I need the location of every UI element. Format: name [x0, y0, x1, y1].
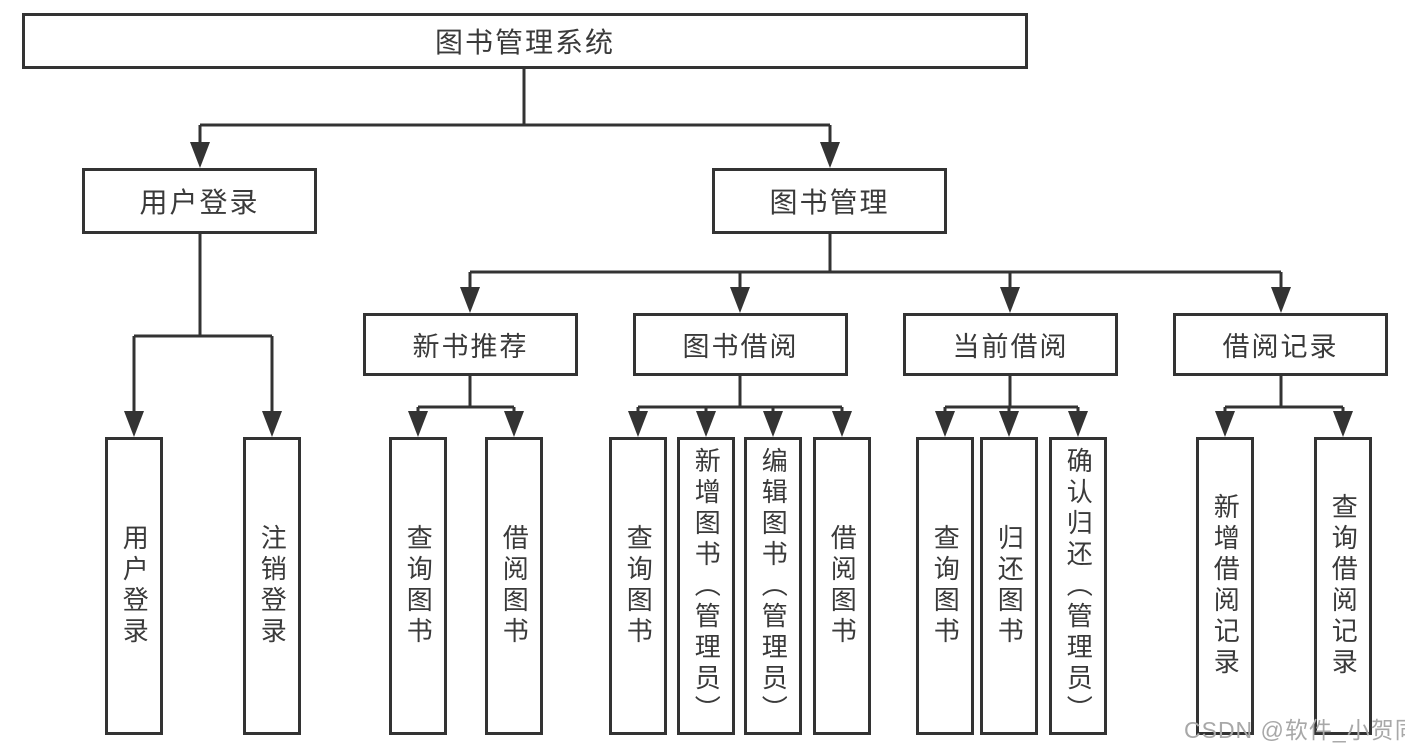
arrowhead: [1068, 411, 1088, 437]
node-label: 借阅图书: [499, 524, 530, 648]
node-label: 查询图书: [403, 524, 434, 648]
arrowhead: [832, 411, 852, 437]
arrowhead: [408, 411, 428, 437]
arrowhead: [262, 411, 282, 437]
node-book-management: 图书管理: [712, 168, 947, 234]
arrowhead: [696, 411, 716, 437]
node-label: 新增图书（管理员）: [691, 446, 722, 726]
arrowhead: [460, 287, 480, 313]
arrowhead: [1333, 411, 1353, 437]
node-label: 注销登录: [257, 524, 288, 648]
node-query-books-recommend: 查询图书: [389, 437, 447, 735]
node-label: 用户登录: [119, 524, 150, 648]
node-query-books-current: 查询图书: [916, 437, 974, 735]
node-library-management-system: 图书管理系统: [22, 13, 1028, 69]
node-confirm-return-admin: 确认归还（管理员）: [1049, 437, 1107, 735]
node-borrow-books-recommend: 借阅图书: [485, 437, 543, 735]
node-label: 图书管理系统: [434, 27, 615, 58]
connector-stems: [132, 68, 1345, 415]
node-new-book-recommendation: 新书推荐: [363, 313, 578, 376]
node-logout-leaf: 注销登录: [243, 437, 301, 735]
node-label: 编辑图书（管理员）: [758, 446, 789, 726]
node-label: 借阅图书: [827, 524, 858, 648]
arrowhead: [999, 411, 1019, 437]
node-edit-book-admin: 编辑图书（管理员）: [744, 437, 802, 735]
node-user-login-leaf: 用户登录: [105, 437, 163, 735]
arrowhead: [820, 142, 840, 168]
arrowhead: [124, 411, 144, 437]
node-label: 确认归还（管理员）: [1063, 446, 1094, 726]
arrowhead: [1000, 287, 1020, 313]
node-borrowing-records: 借阅记录: [1173, 313, 1388, 376]
node-return-book: 归还图书: [980, 437, 1038, 735]
arrowhead: [763, 411, 783, 437]
node-add-book-admin: 新增图书（管理员）: [677, 437, 735, 735]
arrowhead: [190, 142, 210, 168]
node-label: 图书管理: [769, 187, 890, 218]
arrowhead: [730, 287, 750, 313]
node-label: 查询图书: [930, 524, 961, 648]
node-label: 新增借阅记录: [1210, 493, 1241, 679]
node-label: 借阅记录: [1222, 332, 1339, 362]
node-label: 查询借阅记录: [1328, 493, 1359, 679]
node-book-borrowing: 图书借阅: [633, 313, 848, 376]
node-user-login: 用户登录: [82, 168, 317, 234]
node-label: 用户登录: [139, 187, 260, 218]
node-label: 查询图书: [623, 524, 654, 648]
arrowheads: [124, 142, 1353, 437]
arrowhead: [935, 411, 955, 437]
node-label: 当前借阅: [952, 332, 1069, 362]
arrowhead: [628, 411, 648, 437]
node-label: 归还图书: [994, 524, 1025, 648]
arrowhead: [1215, 411, 1235, 437]
node-label: 图书借阅: [682, 332, 799, 362]
node-borrow-books-borrowing: 借阅图书: [813, 437, 871, 735]
node-query-borrow-record: 查询借阅记录: [1314, 437, 1372, 735]
csdn-watermark: CSDN @软件_小贺同学: [1184, 717, 1405, 743]
arrowhead: [1271, 287, 1291, 313]
arrowhead: [504, 411, 524, 437]
node-add-borrow-record: 新增借阅记录: [1196, 437, 1254, 735]
node-query-books-borrowing: 查询图书: [609, 437, 667, 735]
node-current-borrowing: 当前借阅: [903, 313, 1118, 376]
node-label: 新书推荐: [412, 332, 529, 362]
